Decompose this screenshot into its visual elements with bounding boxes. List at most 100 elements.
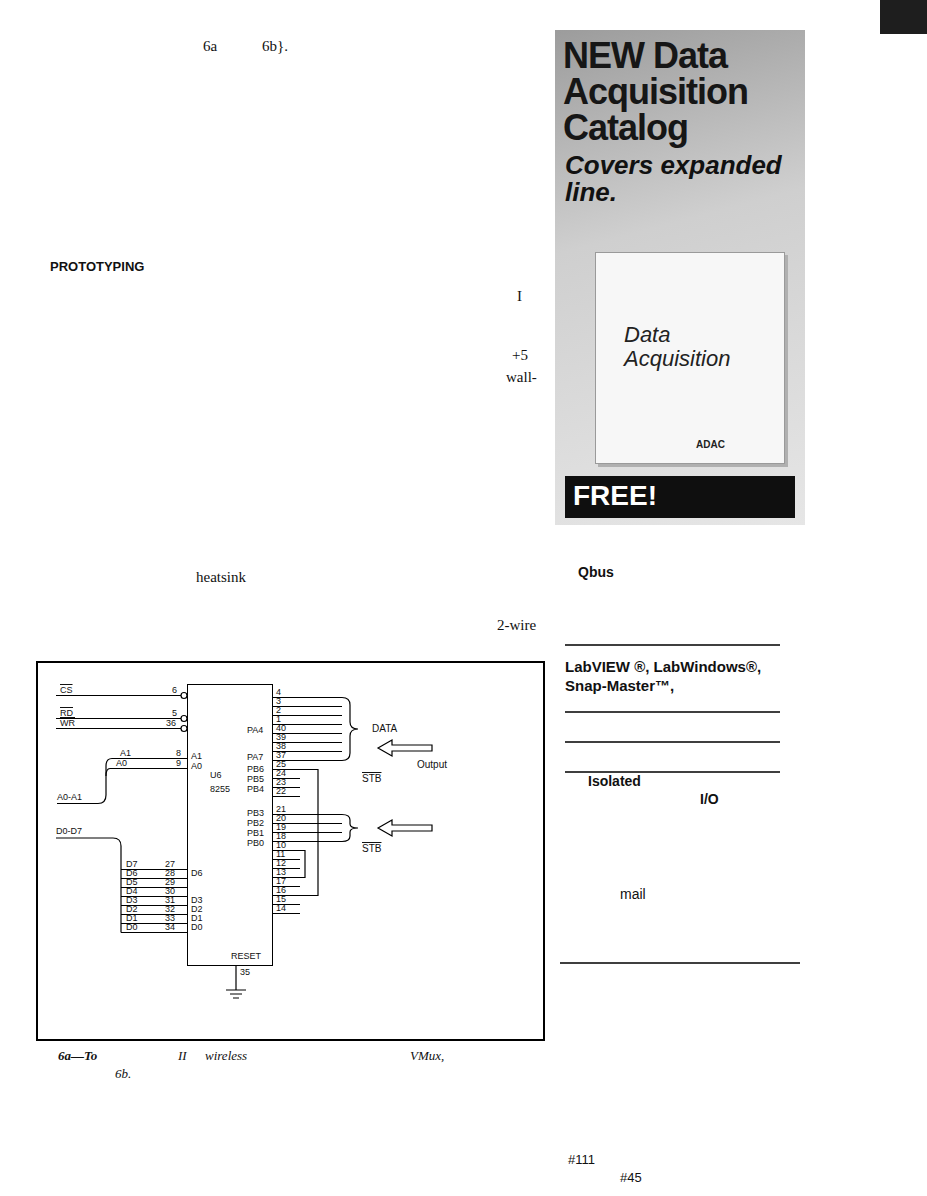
reader-service-number: #45 — [620, 1170, 642, 1185]
pin-number: 25 — [276, 760, 286, 769]
pin-name: PB5 — [247, 775, 264, 784]
pin-name: RESET — [231, 952, 261, 961]
body-text-fragment: 6b}. — [262, 38, 288, 55]
pin-name: D3 — [191, 896, 203, 905]
bus-label: D0-D7 — [56, 827, 82, 836]
caption-text: II — [178, 1048, 187, 1063]
pin-number: 12 — [276, 859, 286, 868]
pin-number: 33 — [165, 914, 175, 923]
free-banner: FREE! — [565, 476, 795, 518]
pin-name: D1 — [191, 914, 203, 923]
catalog-cover: Data AcquisitionADAC — [595, 252, 785, 464]
pin-name: D0 — [191, 923, 203, 932]
pin-number: 8 — [176, 749, 181, 758]
pin-number: 29 — [165, 878, 175, 887]
pin-number: 40 — [276, 724, 286, 733]
body-text-fragment: 6a — [203, 38, 217, 55]
pin-number: 37 — [276, 751, 286, 760]
caption-text: 6b. — [115, 1066, 131, 1081]
pin-number: 32 — [165, 905, 175, 914]
pin-number: 38 — [276, 742, 286, 751]
signal-label: A1 — [120, 749, 131, 758]
pin-name: PB3 — [247, 809, 264, 818]
pin-name: PB6 — [247, 765, 264, 774]
pin-number: 18 — [276, 832, 286, 841]
section-heading: PROTOTYPING — [50, 259, 144, 274]
signal-label: D6 — [126, 869, 138, 878]
pin-number: 5 — [172, 709, 177, 718]
pin-number: 34 — [165, 923, 175, 932]
ad-text: Qbus — [578, 564, 614, 580]
pin-name: A0 — [191, 762, 202, 771]
pin-number: 36 — [166, 719, 176, 728]
ad-text: mail — [620, 886, 646, 902]
signal-label: D2 — [126, 905, 138, 914]
pin-number: 15 — [276, 895, 286, 904]
pin-number: 16 — [276, 886, 286, 895]
pin-number: 31 — [165, 896, 175, 905]
pin-name: PB4 — [247, 785, 264, 794]
pin-number: 3 — [276, 697, 281, 706]
signal-label: DATA — [372, 723, 397, 735]
pin-number: 2 — [276, 706, 281, 715]
pin-number: 6 — [172, 686, 177, 695]
cover-title: Data Acquisition — [624, 323, 774, 371]
figure-frame — [37, 662, 544, 1040]
signal-label: STB — [362, 843, 381, 855]
signal-label: RD — [60, 709, 73, 718]
column-rules — [560, 645, 800, 963]
body-text-fragment: I — [517, 288, 522, 305]
pin-name: PA4 — [247, 726, 263, 735]
body-text-fragment: wall- — [506, 369, 537, 386]
signal-label: A0 — [116, 759, 127, 768]
caption-text: 6a—To — [58, 1048, 97, 1063]
pin-name: PB0 — [247, 839, 264, 848]
pin-number: 20 — [276, 814, 286, 823]
pin-name: PB2 — [247, 819, 264, 828]
signal-label: D4 — [126, 887, 138, 896]
pin-number: 10 — [276, 841, 286, 850]
ad-text: LabVIEW ®, LabWindows®, — [565, 658, 761, 675]
body-text-fragment: heatsink — [196, 569, 246, 586]
pin-name: PB1 — [247, 829, 264, 838]
signal-label: CS — [60, 686, 73, 695]
pin-number: 11 — [276, 850, 285, 859]
pin-number: 14 — [276, 904, 286, 913]
ad-panel: NEW Data Acquisition CatalogCovers expan… — [555, 30, 805, 525]
pin-number: 22 — [276, 787, 286, 796]
pin-number: 27 — [165, 860, 175, 869]
pin-number: 28 — [165, 869, 175, 878]
signal-label: D5 — [126, 878, 138, 887]
pin-number: 24 — [276, 769, 286, 778]
caption-text: wireless — [205, 1048, 247, 1063]
signal-label: STB — [362, 773, 381, 785]
pin-number: 30 — [165, 887, 175, 896]
pin-number: 1 — [276, 715, 281, 724]
ad-text: Snap-Master™, — [565, 677, 674, 694]
pin-name: D6 — [191, 869, 203, 878]
bus-label: A0-A1 — [57, 793, 82, 802]
pin-number: 4 — [276, 688, 281, 697]
pin-name: A1 — [191, 752, 202, 761]
pin-number: 13 — [276, 868, 286, 877]
pin-number: 23 — [276, 778, 286, 787]
signal-label: D3 — [126, 896, 138, 905]
reader-service-number: #111 — [568, 1152, 595, 1167]
pin-number: 17 — [276, 877, 286, 886]
ad-subhead: Covers expanded line. — [565, 152, 797, 207]
body-text-fragment: 2-wire — [497, 617, 536, 634]
caption-text: VMux, — [410, 1048, 444, 1063]
pin-name: D2 — [191, 905, 203, 914]
corner-tab — [880, 0, 927, 34]
pin-number: 39 — [276, 733, 286, 742]
ic-chip-body: U6 8255 — [187, 684, 273, 966]
pin-number: 35 — [240, 968, 250, 977]
pin-number: 9 — [176, 759, 181, 768]
chip-reference: U6 — [210, 771, 240, 780]
pin-name: PA7 — [247, 753, 263, 762]
chip-part-number: 8255 — [210, 785, 240, 794]
signal-label: D7 — [126, 860, 138, 869]
signal-label: WR — [60, 719, 75, 728]
signal-label: D0 — [126, 923, 138, 932]
